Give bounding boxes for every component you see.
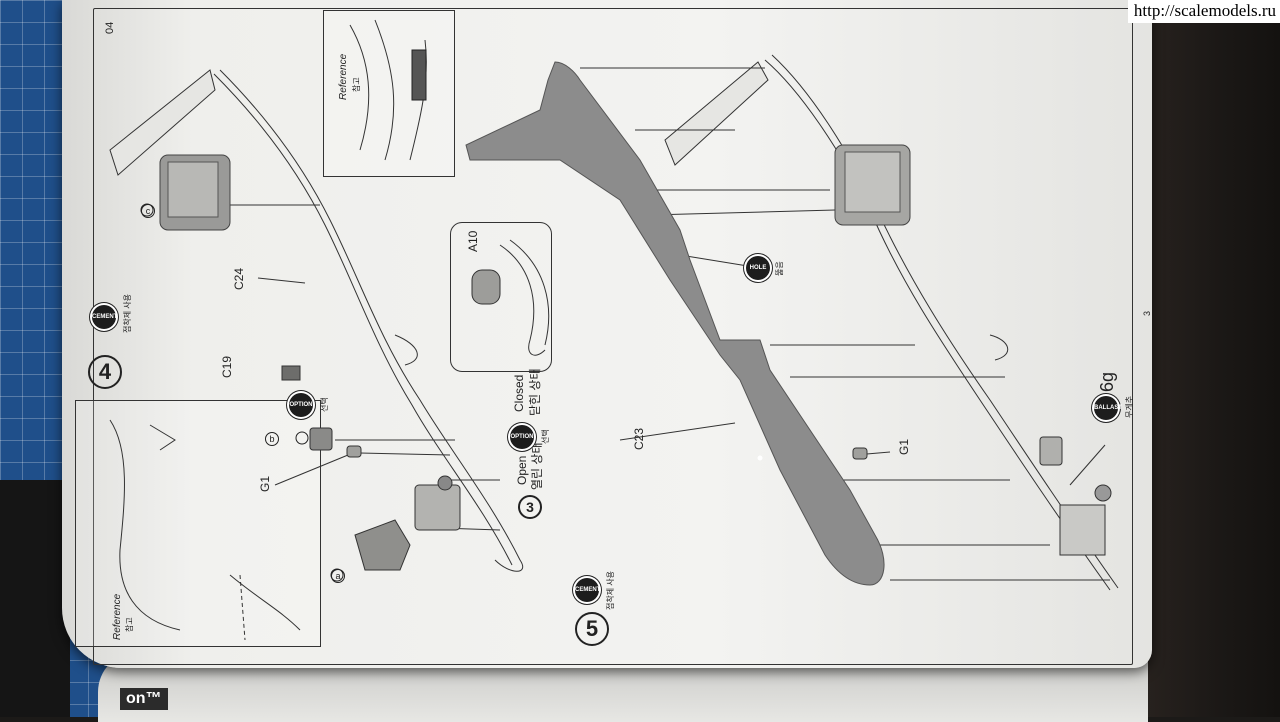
- marker-c: c: [141, 204, 155, 218]
- part-g1-right: [852, 447, 868, 460]
- part-g1: [346, 445, 362, 458]
- page-frame: [93, 8, 1133, 665]
- mat-shadow: [0, 480, 70, 717]
- part-b: [309, 427, 333, 451]
- part-label-g1-right: G1: [897, 438, 911, 455]
- part-label-c19: C19: [220, 355, 234, 378]
- seat-assembly: [414, 484, 461, 531]
- part-label-c24: C24: [232, 267, 246, 290]
- substep-3-number: 3: [518, 495, 542, 519]
- option-caption-substep3: 선택: [541, 429, 550, 444]
- watermark-url[interactable]: http://scalemodels.ru: [1127, 0, 1280, 23]
- ballast-caption: 무게추: [1125, 395, 1134, 418]
- cement-caption-step5: 접착제 사용: [606, 570, 615, 610]
- hole-badge: HOLE: [746, 256, 770, 280]
- part-a10: [471, 269, 501, 305]
- ballast-badge: BALLAST: [1094, 396, 1122, 420]
- option-badge-substep3: OPTION: [510, 425, 534, 449]
- open-caption: 열린 상태: [530, 442, 544, 491]
- part-label-c23: C23: [632, 427, 646, 450]
- part-label-g1: G1: [258, 475, 272, 492]
- cement-badge-step4: CEMENT: [92, 305, 117, 329]
- reference-box-canopy: [323, 10, 455, 177]
- open-label: Open: [515, 455, 529, 485]
- reference-box-seat: [75, 400, 321, 647]
- ballast-weight: 6g: [1097, 371, 1117, 392]
- closed-label: Closed: [512, 374, 526, 412]
- next-page-edge-title: on™: [120, 688, 168, 710]
- option-caption-step4: 선택: [320, 397, 329, 412]
- hole-caption: 뚫음: [775, 261, 784, 276]
- seat-a: [354, 519, 411, 571]
- step-4-number: 4: [88, 355, 122, 389]
- step-5-number: 5: [575, 612, 609, 646]
- fuselage-half-c23: [465, 61, 885, 586]
- marker-b: b: [265, 432, 279, 446]
- cement-caption-step4: 접착제 사용: [123, 293, 132, 333]
- cement-badge-step5: CEMENT: [575, 578, 600, 602]
- part-c19: [281, 365, 301, 381]
- nose-weight: [1039, 436, 1063, 466]
- option-badge-step4: OPTION: [289, 393, 313, 417]
- closed-caption: 닫힌 상태: [528, 368, 542, 417]
- background-dark-area: [1130, 0, 1280, 717]
- page-number: 3: [1142, 310, 1152, 316]
- canopy-closed-detail-box: [450, 222, 552, 372]
- instruction-sheet: [62, 0, 1152, 668]
- marker-a: a: [331, 569, 345, 583]
